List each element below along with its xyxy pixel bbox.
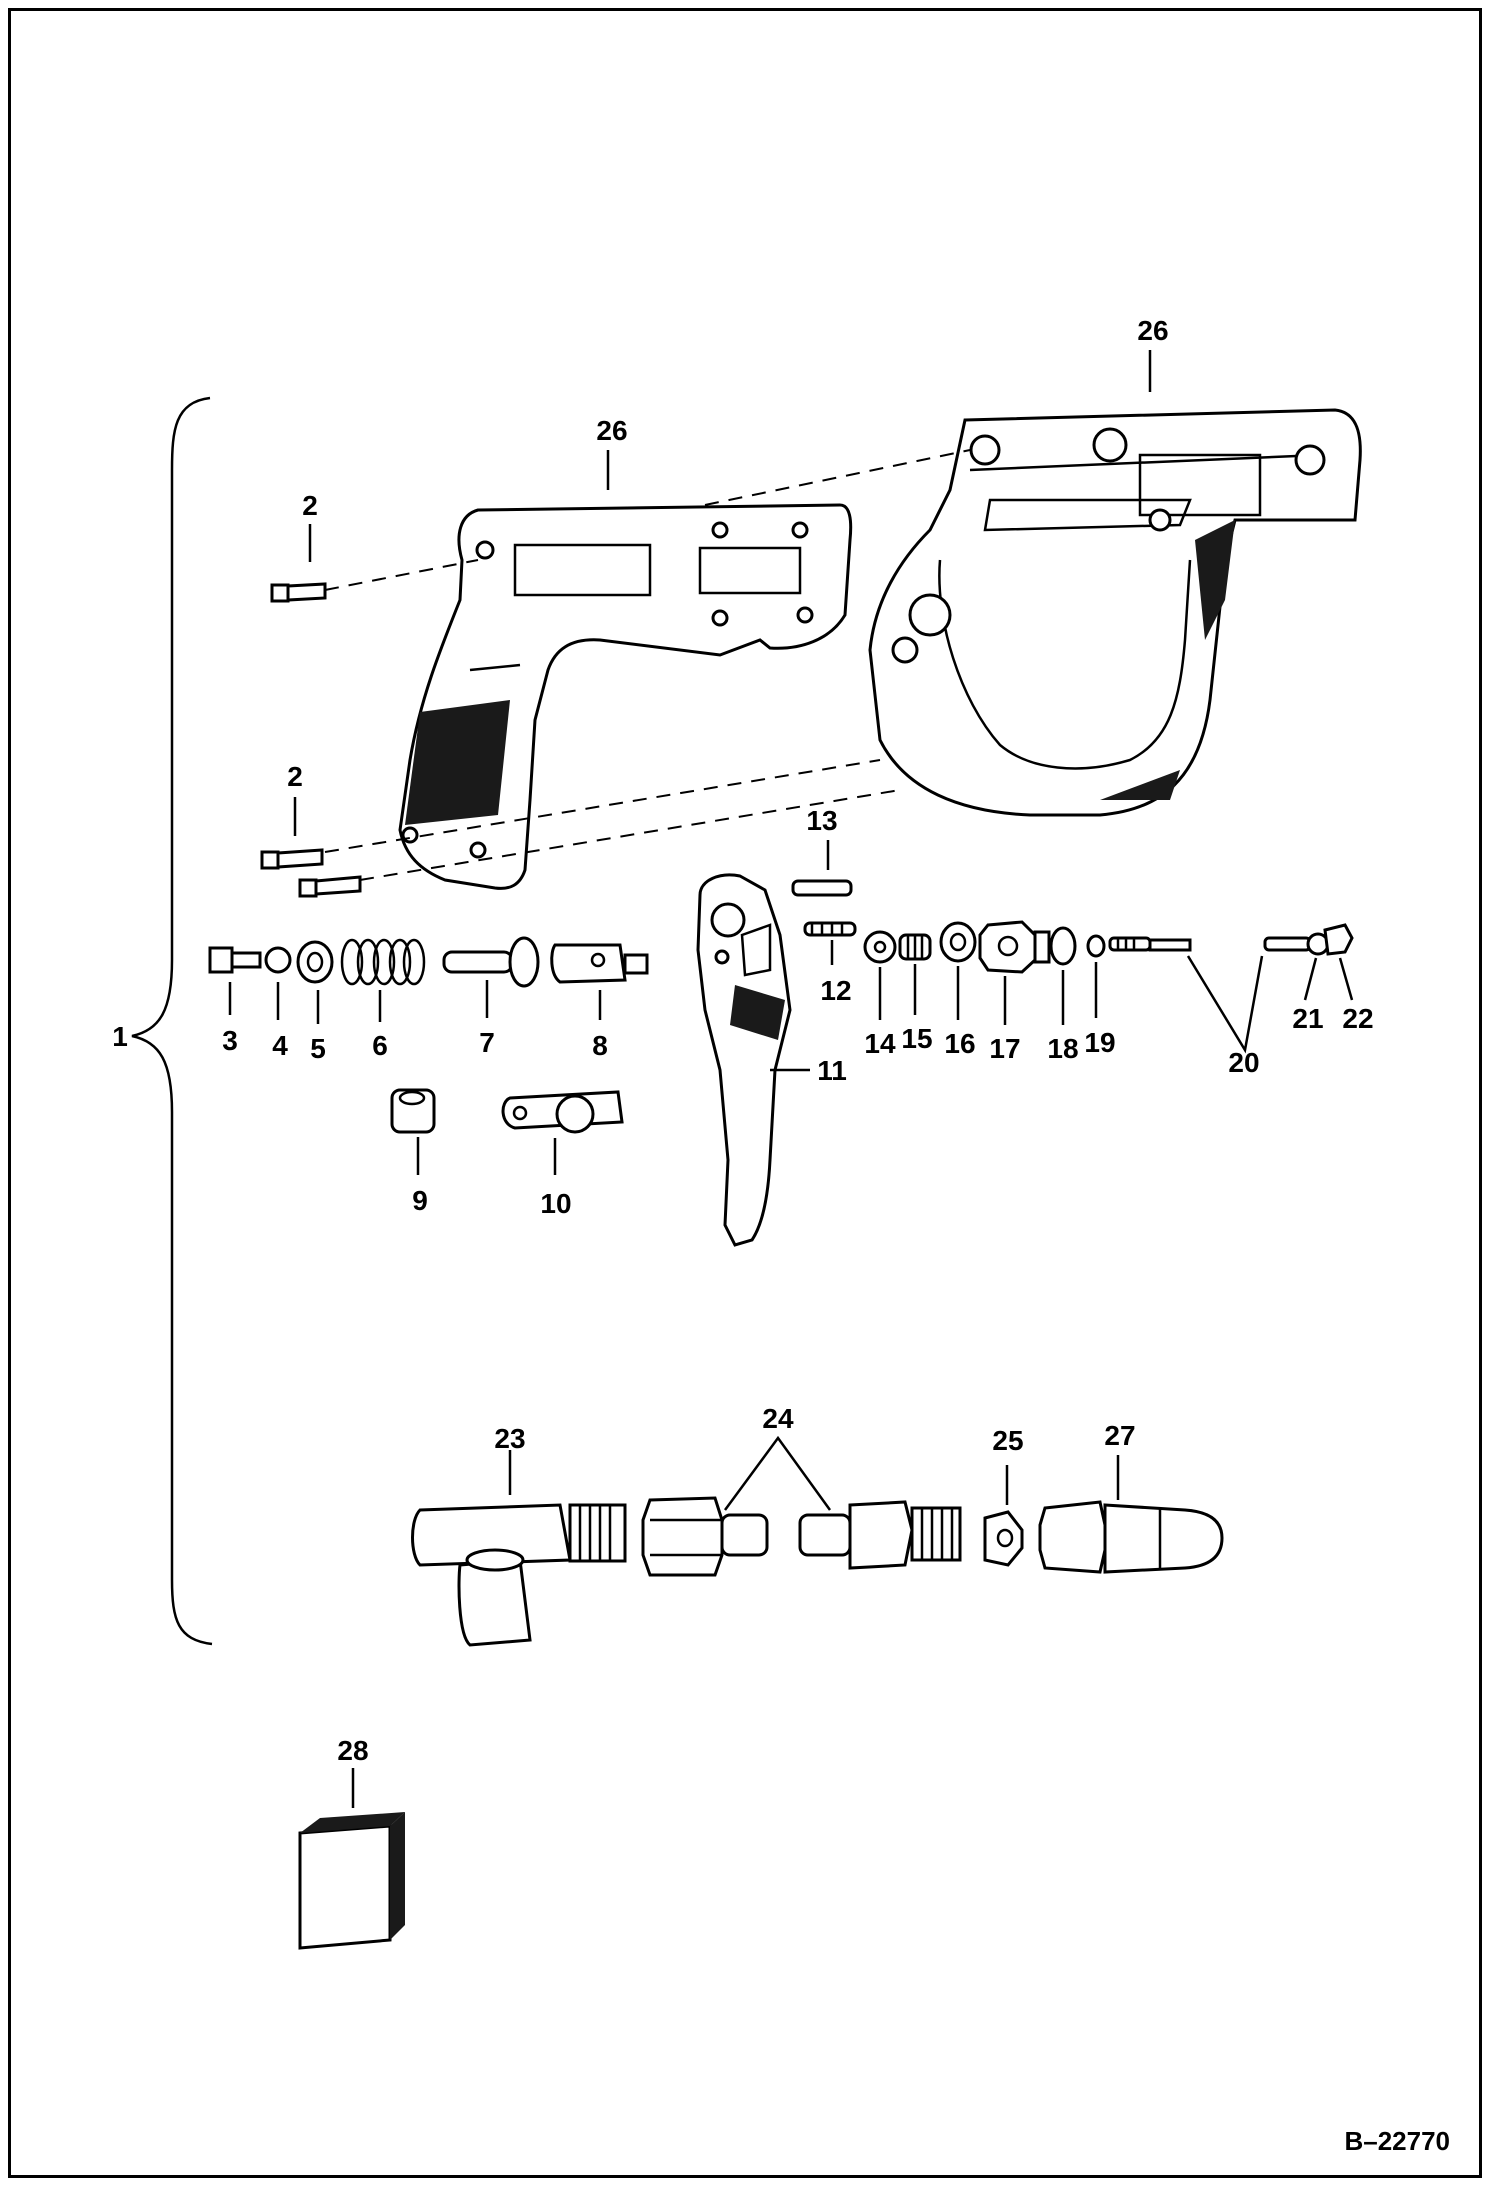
part-5-nut [296, 940, 334, 984]
part-19-seal [1086, 934, 1106, 958]
assembly-brace [131, 396, 213, 1646]
callout-11: 11 [817, 1055, 847, 1086]
part-17-fitting [978, 920, 1051, 974]
callout-10: 10 [540, 1188, 571, 1219]
callout-6: 6 [372, 1030, 388, 1061]
callout-7: 7 [479, 1027, 495, 1058]
part-13-pin [791, 879, 853, 897]
callout-17: 17 [989, 1033, 1020, 1064]
part-20-stem-second [1263, 936, 1312, 952]
part-8-valve-body [550, 943, 649, 984]
part-14-washer [863, 930, 897, 964]
callout-5: 5 [310, 1033, 326, 1064]
part-7-plunger [442, 936, 540, 988]
callout-16: 16 [944, 1028, 975, 1059]
callout-26-right-housing: 26 [1137, 315, 1168, 346]
callout-4: 4 [272, 1030, 288, 1061]
part-9-bushing [390, 1088, 436, 1134]
callout-1-assembly: 1 [112, 1021, 128, 1052]
housing-left-half [398, 503, 853, 890]
align-line [324, 759, 881, 853]
callout-21: 21 [1292, 1003, 1323, 1034]
callout-26-left-housing: 26 [596, 415, 627, 446]
callout-3: 3 [222, 1025, 238, 1056]
callout-20: 20 [1228, 1047, 1259, 1078]
callout-9: 9 [412, 1185, 428, 1216]
part-20-valve-stem [1108, 936, 1192, 952]
part-15-spring [898, 933, 932, 961]
drawing-frame [8, 8, 1482, 2178]
part-11-trigger [696, 873, 792, 1247]
part-3-bolt [208, 946, 262, 974]
align-line [704, 449, 971, 506]
part-22-seat [1323, 923, 1354, 956]
part-10-valve-seat [501, 1090, 624, 1134]
part-24-swivel-male [798, 1500, 962, 1570]
part-6-spring [340, 938, 426, 986]
callout-19: 19 [1084, 1027, 1115, 1058]
part-25-nozzle-tip [983, 1510, 1024, 1567]
part-24-swivel-female [641, 1496, 769, 1577]
part-12-roll-pin [803, 921, 857, 937]
part-28-box [298, 1812, 405, 1950]
callout-8: 8 [592, 1030, 608, 1061]
align-line [324, 559, 479, 591]
callout-14: 14 [864, 1028, 896, 1059]
callout-2-top-screw: 2 [302, 490, 318, 521]
housing-right-half [868, 408, 1362, 817]
screw-top [270, 582, 327, 603]
callout-23: 23 [494, 1423, 525, 1454]
callout-2-lower-screw: 2 [287, 761, 303, 792]
screw-lower [298, 875, 362, 898]
part-23-tee-fitting [411, 1503, 627, 1647]
callout-24: 24 [762, 1403, 794, 1434]
screw-middle [260, 848, 324, 870]
document-number: B–22770 [1344, 2126, 1450, 2156]
callout-25: 25 [992, 1425, 1023, 1456]
align-line [359, 789, 901, 881]
part-16-nut [939, 921, 977, 963]
callout-22: 22 [1342, 1003, 1373, 1034]
callout-18: 18 [1047, 1033, 1078, 1064]
leader-lines [228, 350, 1354, 1808]
callout-28: 28 [337, 1735, 368, 1766]
callout-12: 12 [820, 975, 851, 1006]
callout-15: 15 [901, 1023, 932, 1054]
callout-13: 13 [806, 805, 837, 836]
part-27-nozzle [1038, 1500, 1224, 1574]
part-18-o-ring [1049, 926, 1077, 966]
callout-27: 27 [1104, 1420, 1135, 1451]
part-4-washer [264, 946, 292, 974]
